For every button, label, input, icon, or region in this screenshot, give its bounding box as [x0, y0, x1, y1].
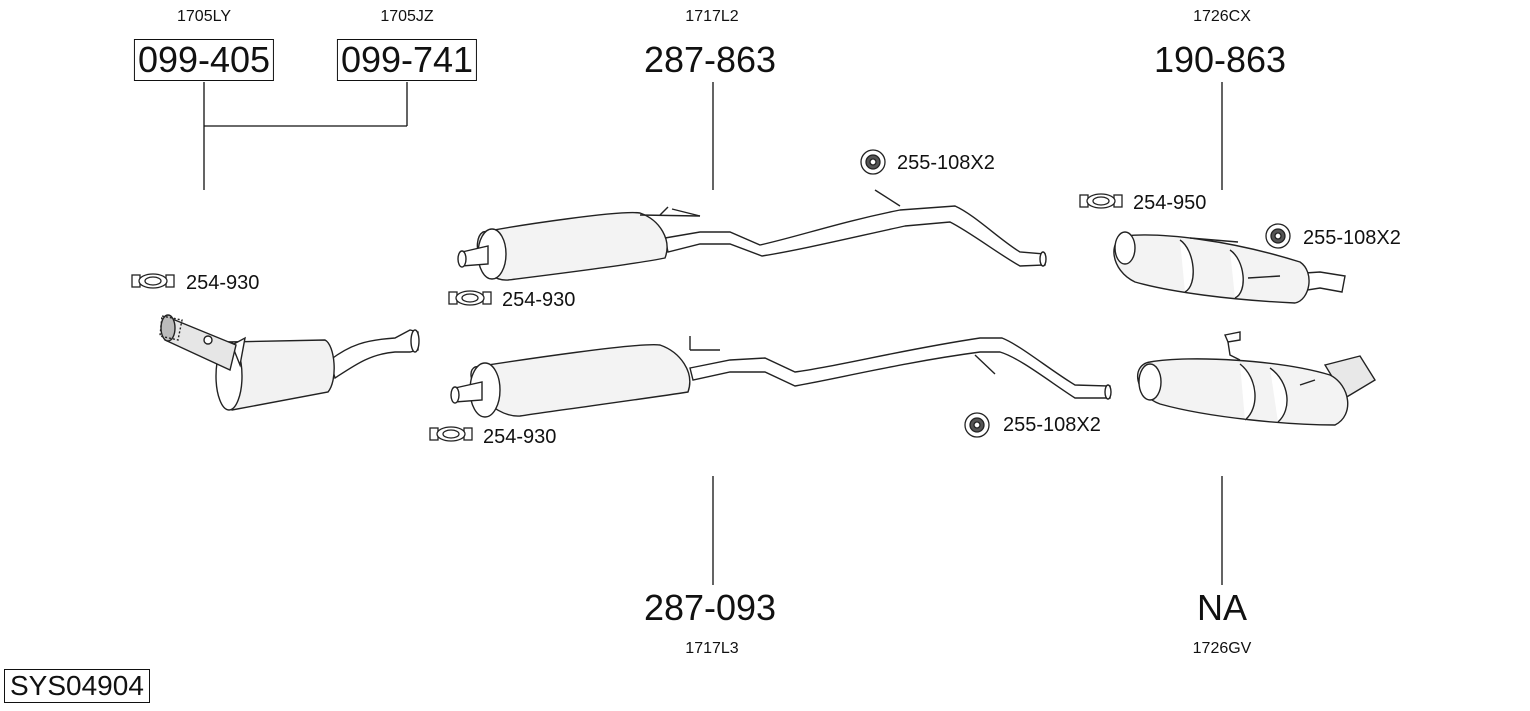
accessory-clamp-rear[interactable]: 254-950	[1133, 192, 1207, 214]
part-number-front-pipe-b[interactable]: 099-741	[336, 39, 478, 81]
mount-icon-mid-upper	[860, 149, 886, 175]
clamp-icon-mid-lower	[429, 426, 473, 442]
accessory-clamp-mid-upper[interactable]: 254-930	[502, 289, 576, 311]
middle-silencer-upper-drawing	[457, 189, 1047, 281]
clamp-icon-cat	[131, 273, 175, 289]
system-code: SYS04904	[4, 669, 150, 703]
part-number-middle-lower[interactable]: 287-093	[643, 587, 777, 628]
part-number-front-pipe-a[interactable]: 099-405	[133, 39, 275, 81]
accessory-mount-rear[interactable]: 255-108X2	[1303, 227, 1401, 249]
clamp-icon-rear	[1079, 193, 1123, 209]
accessory-mount-mid-lower[interactable]: 255-108X2	[1003, 414, 1101, 436]
mount-icon-rear	[1265, 223, 1291, 249]
rear-silencer-upper-drawing	[1113, 231, 1346, 304]
part-number-middle-upper[interactable]: 287-863	[643, 39, 777, 80]
mount-icon-mid-lower	[964, 412, 990, 438]
ref-middle-upper: 1717L2	[685, 8, 739, 25]
ref-rear-upper: 1726CX	[1193, 8, 1251, 25]
clamp-icon-mid-upper	[448, 290, 492, 306]
rear-silencer-lower-drawing	[1137, 331, 1376, 426]
ref-rear-lower: 1726GV	[1192, 640, 1252, 657]
ref-middle-lower: 1717L3	[685, 640, 739, 657]
accessory-clamp-mid-lower[interactable]: 254-930	[483, 426, 557, 448]
ref-front-pipe-b: 1705JZ	[380, 8, 434, 25]
catalytic-converter-drawing	[159, 314, 420, 411]
middle-silencer-lower-drawing	[450, 336, 1112, 418]
accessory-clamp-cat[interactable]: 254-930	[186, 272, 260, 294]
part-number-rear-lower[interactable]: NA	[1196, 587, 1248, 628]
ref-front-pipe-a: 1705LY	[177, 8, 231, 25]
part-number-rear-upper[interactable]: 190-863	[1153, 39, 1287, 80]
accessory-mount-mid-upper[interactable]: 255-108X2	[897, 152, 995, 174]
